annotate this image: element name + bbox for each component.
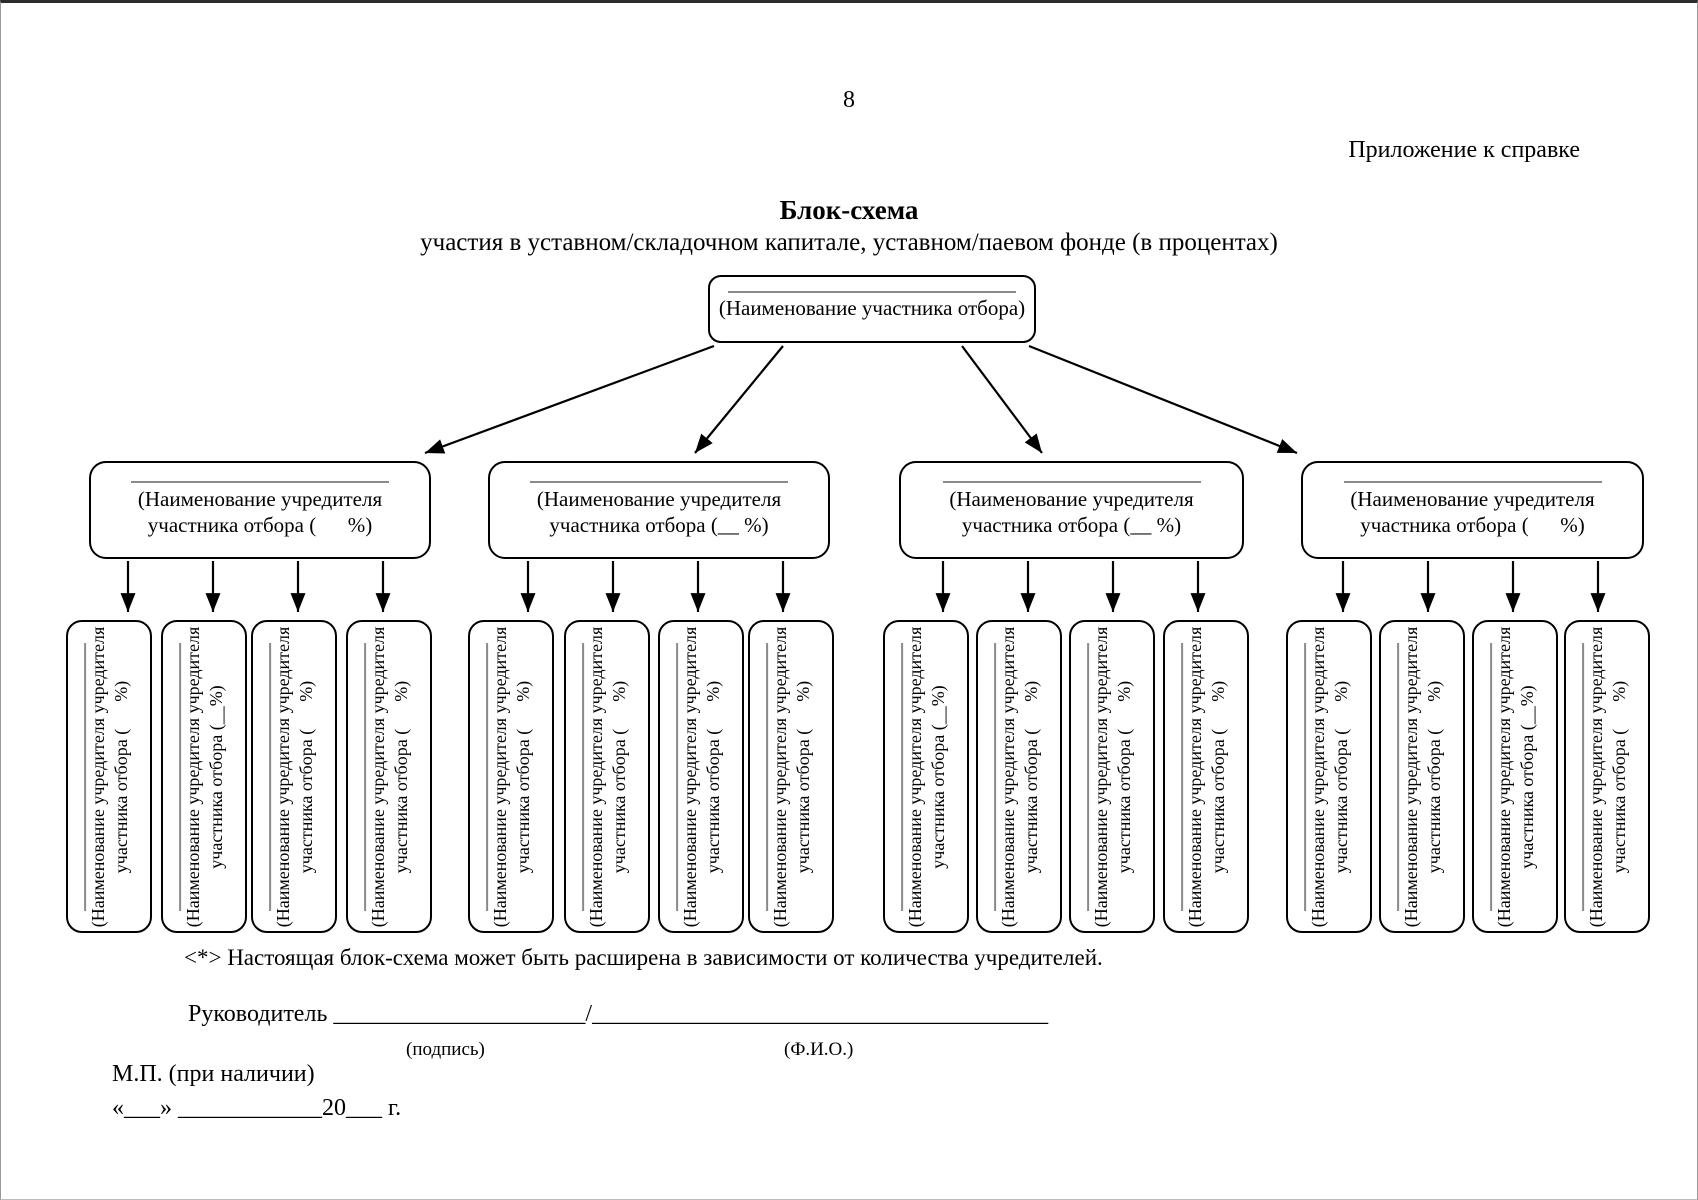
subfounder-label-line1: (Наименование учредителя учредителя — [998, 626, 1019, 927]
subfounder-box-g1c3: (Наименование учредителя учредителя учас… — [251, 620, 337, 933]
fill-in-line — [1087, 642, 1090, 911]
subfounder-label-line1: (Наименование учредителя учредителя — [1185, 626, 1206, 927]
subfounder-label-line1: (Наименование учредителя учредителя — [905, 626, 926, 927]
fill-in-line — [1343, 481, 1602, 483]
subfounder-box-g1c1: (Наименование учредителя учредителя учас… — [66, 620, 152, 933]
subfounder-label-line1: (Наименование учредителя учредителя — [1308, 626, 1329, 927]
founder-box-2: (Наименование учредителя участника отбор… — [488, 461, 830, 559]
subfounder-label-line1: (Наименование учредителя учредителя — [1091, 626, 1112, 927]
subfounder-label-line2: участника отбора ( %) — [703, 680, 724, 873]
subfounder-label-line2: участника отбора ( %) — [793, 680, 814, 873]
root-participant-label: (Наименование участника отбора) — [718, 296, 1026, 320]
signature-caption: (подпись) — [406, 1039, 485, 1060]
signature-slash: / — [585, 1001, 593, 1027]
subfounder-label-line2: участника отбора (__%) — [206, 684, 227, 869]
founder-to-subfounder-arrows — [120, 561, 1606, 612]
subfounder-label-line1: (Наименование учредителя учредителя — [183, 626, 204, 927]
subfounder-label-line2: участника отбора (__%) — [928, 684, 949, 869]
founder-label-line2: участника отбора ( %) — [1360, 513, 1585, 538]
subfounder-label-line1: (Наименование учредителя учредителя — [1494, 626, 1515, 927]
fill-in-line — [1304, 642, 1307, 911]
subfounder-box-g2c3: (Наименование учредителя учредителя учас… — [658, 620, 744, 933]
fill-in-line — [942, 481, 1201, 483]
fill-in-line — [728, 291, 1016, 293]
founder-label-line2: участника отбора ( %) — [147, 513, 373, 538]
subfounder-box-g2c4: (Наименование учредителя учредителя учас… — [748, 620, 834, 933]
fill-in-line — [179, 642, 182, 911]
subfounder-label-line1: (Наименование учредителя учредителя — [586, 626, 607, 927]
fill-in-line — [530, 481, 788, 483]
subfounder-label-line2: участника отбора ( %) — [1424, 680, 1445, 873]
signature-blank: _____________________ — [333, 1001, 586, 1027]
subfounder-label-line2: участника отбора ( %) — [1208, 680, 1229, 873]
subfounder-label-line2: участника отбора (__%) — [1517, 684, 1538, 869]
subfounder-box-g3c2: (Наименование учредителя учредителя учас… — [976, 620, 1062, 933]
subfounder-box-g2c2: (Наименование учредителя учредителя учас… — [564, 620, 650, 933]
page-number: 8 — [843, 87, 855, 113]
subfounder-box-g2c1: (Наименование учредителя учредителя учас… — [468, 620, 554, 933]
subfounder-box-g4c1: (Наименование учредителя учредителя учас… — [1286, 620, 1372, 933]
subfounder-box-g4c4: (Наименование учредителя учредителя учас… — [1564, 620, 1650, 933]
fill-in-line — [84, 642, 87, 911]
subfounder-box-g1c4: (Наименование учредителя учредителя учас… — [346, 620, 432, 933]
diagram-subtitle: участия в уставном/складочном капитале, … — [420, 229, 1278, 256]
subfounder-label-line2: участника отбора ( %) — [1021, 680, 1042, 873]
fill-in-line — [1397, 642, 1400, 911]
diagram-title: Блок-схема — [779, 195, 919, 225]
founder-box-4: (Наименование учредителя участника отбор… — [1301, 461, 1644, 559]
subfounder-label-line2: участника отбора ( %) — [513, 680, 534, 873]
fill-in-line — [1181, 642, 1184, 911]
fio-blank: ______________________________________ — [592, 1001, 1049, 1027]
subfounder-box-g4c3: (Наименование учредителя учредителя учас… — [1472, 620, 1558, 933]
founder-label-line2: участника отбора (__ %) — [961, 513, 1182, 538]
founder-box-3: (Наименование учредителя участника отбор… — [899, 461, 1244, 559]
fill-in-line — [486, 642, 489, 911]
root-to-founder-arrows — [424, 344, 1298, 455]
subfounder-label-line2: участника отбора ( %) — [391, 680, 412, 873]
founder-label-line1: (Наименование учредителя — [1350, 487, 1595, 511]
founder-label-line2: участника отбора (__ %) — [549, 513, 769, 538]
subfounder-label-line1: (Наименование учредителя учредителя — [680, 626, 701, 927]
founder-box-1: (Наименование учредителя участника отбор… — [89, 461, 431, 559]
date-line: «___» ____________20___ г. — [112, 1095, 402, 1121]
subfounder-label-line1: (Наименование учредителя учредителя — [88, 626, 109, 927]
subfounder-label-line1: (Наименование учредителя учредителя — [368, 626, 389, 927]
fill-in-line — [131, 481, 389, 483]
subfounder-label-line2: участника отбора ( %) — [1609, 680, 1630, 873]
fill-in-line — [364, 642, 367, 911]
subfounder-label-line2: участника отбора ( %) — [609, 680, 630, 873]
subfounder-box-g3c3: (Наименование учредителя учредителя учас… — [1069, 620, 1155, 933]
appendix-note: Приложение к справке — [1348, 137, 1580, 163]
fill-in-line — [1490, 642, 1493, 911]
founder-label-line1: (Наименование учредителя — [536, 487, 782, 511]
subfounder-box-g3c1: (Наименование учредителя учредителя учас… — [883, 620, 969, 933]
subfounder-label-line2: участника отбора ( %) — [1114, 680, 1135, 873]
subfounder-label-line2: участника отбора ( %) — [1331, 680, 1352, 873]
subfounder-label-line1: (Наименование учредителя учредителя — [770, 626, 791, 927]
subfounder-box-g4c2: (Наименование учредителя учредителя учас… — [1379, 620, 1465, 933]
fill-in-line — [269, 642, 272, 911]
signature-line: Руководитель _____________________/_____… — [188, 1001, 1048, 1028]
fill-in-line — [766, 642, 769, 911]
fill-in-line — [582, 642, 585, 911]
fill-in-line — [901, 642, 904, 911]
subfounder-label-line1: (Наименование учредителя учредителя — [490, 626, 511, 927]
fio-caption: (Ф.И.О.) — [784, 1039, 854, 1060]
subfounder-label-line1: (Наименование учредителя учредителя — [1401, 626, 1422, 927]
fill-in-line — [994, 642, 997, 911]
subfounder-label-line1: (Наименование учредителя учредителя — [1586, 626, 1607, 927]
fill-in-line — [1582, 642, 1585, 911]
signature-role-label: Руководитель — [188, 1001, 334, 1027]
founder-label-line1: (Наименование учредителя — [949, 487, 1194, 511]
stamp-note: М.П. (при наличии) — [112, 1061, 315, 1087]
subfounder-label-line2: участника отбора ( %) — [296, 680, 317, 873]
fill-in-line — [676, 642, 679, 911]
subfounder-label-line1: (Наименование учредителя учредителя — [273, 626, 294, 927]
subfounder-box-g1c2: (Наименование учредителя учредителя учас… — [161, 620, 247, 933]
subfounder-label-line2: участника отбора ( %) — [111, 680, 132, 873]
footnote: <*> Настоящая блок-схема может быть расш… — [184, 945, 1103, 970]
subfounder-box-g3c4: (Наименование учредителя учредителя учас… — [1163, 620, 1249, 933]
founder-label-line1: (Наименование учредителя — [137, 487, 383, 511]
root-participant-box: (Наименование участника отбора) — [708, 275, 1036, 343]
